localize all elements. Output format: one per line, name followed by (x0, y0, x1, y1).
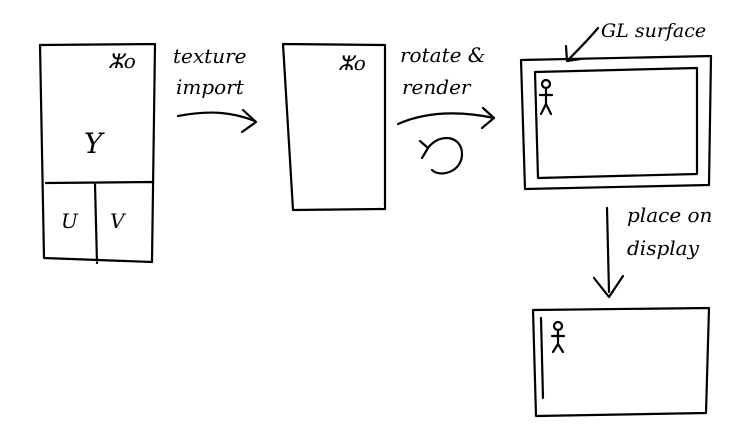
stick-figure-icon (538, 78, 554, 116)
arrow-3-shaft (605, 206, 611, 294)
texture-frame-outline (281, 42, 387, 212)
gl-surface-pointer-head (564, 44, 582, 63)
arrow-2-head (480, 106, 496, 130)
gl-surface-frame (519, 54, 713, 191)
display-outline (531, 306, 711, 418)
gl-surface-text: GL surface (601, 20, 706, 42)
texture-frame: ⵣo (281, 42, 387, 212)
yuv-frame-outline (38, 42, 157, 265)
rotate-render-line-1: rotate & (400, 43, 486, 67)
arrow-2-shaft (396, 112, 496, 126)
frame1-corner-mark: ⵣo (108, 49, 136, 73)
rotation-icon (418, 137, 464, 175)
gl-surface-outer-border (519, 54, 713, 191)
place-on-display-label: place on display (627, 203, 712, 260)
gl-surface-pointer (566, 26, 600, 62)
frame2-corner-mark: ⵣo (338, 51, 366, 75)
gl-surface-inner-border (533, 66, 699, 180)
arrow-rotate-render (396, 106, 496, 130)
texture-import-label: texture import (173, 44, 246, 99)
arrow-1-shaft (176, 111, 257, 123)
gl-surface-label: GL surface (564, 20, 706, 63)
stick-figure-icon (550, 320, 566, 354)
texture-import-line-2: import (176, 75, 245, 99)
arrow-1-head (240, 108, 258, 134)
y-plane-label: Y (84, 127, 105, 160)
place-on-display-line-2: display (627, 236, 700, 260)
u-plane-label: U (61, 209, 79, 233)
v-plane-label: V (110, 209, 127, 233)
rotation-curve (426, 137, 464, 175)
yuv-frame: ⵣo Y U V (38, 42, 157, 265)
place-on-display-line-1: place on (627, 203, 712, 227)
rotate-render-label: rotate & render (400, 43, 486, 99)
rotation-head (418, 139, 430, 160)
display-inner-edge (539, 316, 545, 400)
arrow-texture-import (176, 108, 258, 134)
arrow-3-head (592, 274, 625, 299)
display-frame (531, 306, 711, 418)
texture-import-line-1: texture (173, 44, 246, 68)
rotate-render-line-2: render (402, 75, 472, 99)
arrow-place-on-display (592, 206, 625, 299)
